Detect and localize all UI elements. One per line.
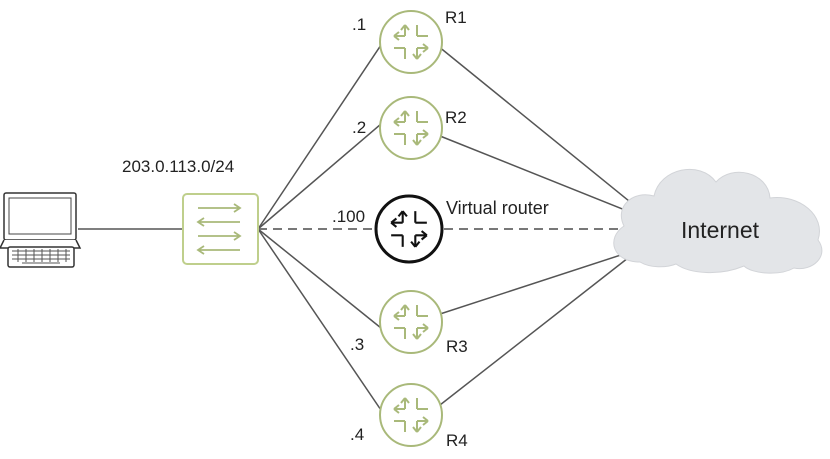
router-r2-address: .2 [352, 118, 366, 137]
link-switch-r3 [257, 228, 382, 329]
router-r2-icon [379, 96, 443, 160]
link-r2-internet [439, 135, 646, 219]
internet-cloud-icon [613, 168, 823, 274]
virtual-router-icon [374, 194, 444, 264]
virtual-router-label: Virtual router [446, 198, 549, 218]
switch-icon [182, 193, 259, 265]
router-r2-name: R2 [445, 108, 467, 127]
link-switch-r2 [257, 123, 382, 230]
router-r4-icon [379, 383, 443, 447]
router-r1-name: R1 [445, 8, 467, 27]
internet-label: Internet [681, 217, 760, 243]
router-r1-address: .1 [352, 15, 366, 34]
router-r3-name: R3 [446, 337, 468, 356]
subnet-label: 203.0.113.0/24 [122, 157, 234, 176]
laptop-icon [0, 192, 82, 268]
virtual-router-address: .100 [332, 207, 365, 226]
router-r3-icon [379, 290, 443, 354]
link-r1-internet [437, 45, 646, 215]
link-switch-r1 [257, 41, 384, 230]
router-r3-address: .3 [350, 335, 364, 354]
router-r1-icon [379, 10, 443, 74]
link-switch-r4 [257, 228, 384, 414]
link-r4-internet [439, 257, 629, 406]
router-r4-name: R4 [446, 431, 468, 450]
link-r3-internet [439, 251, 631, 315]
router-r4-address: .4 [350, 425, 364, 444]
